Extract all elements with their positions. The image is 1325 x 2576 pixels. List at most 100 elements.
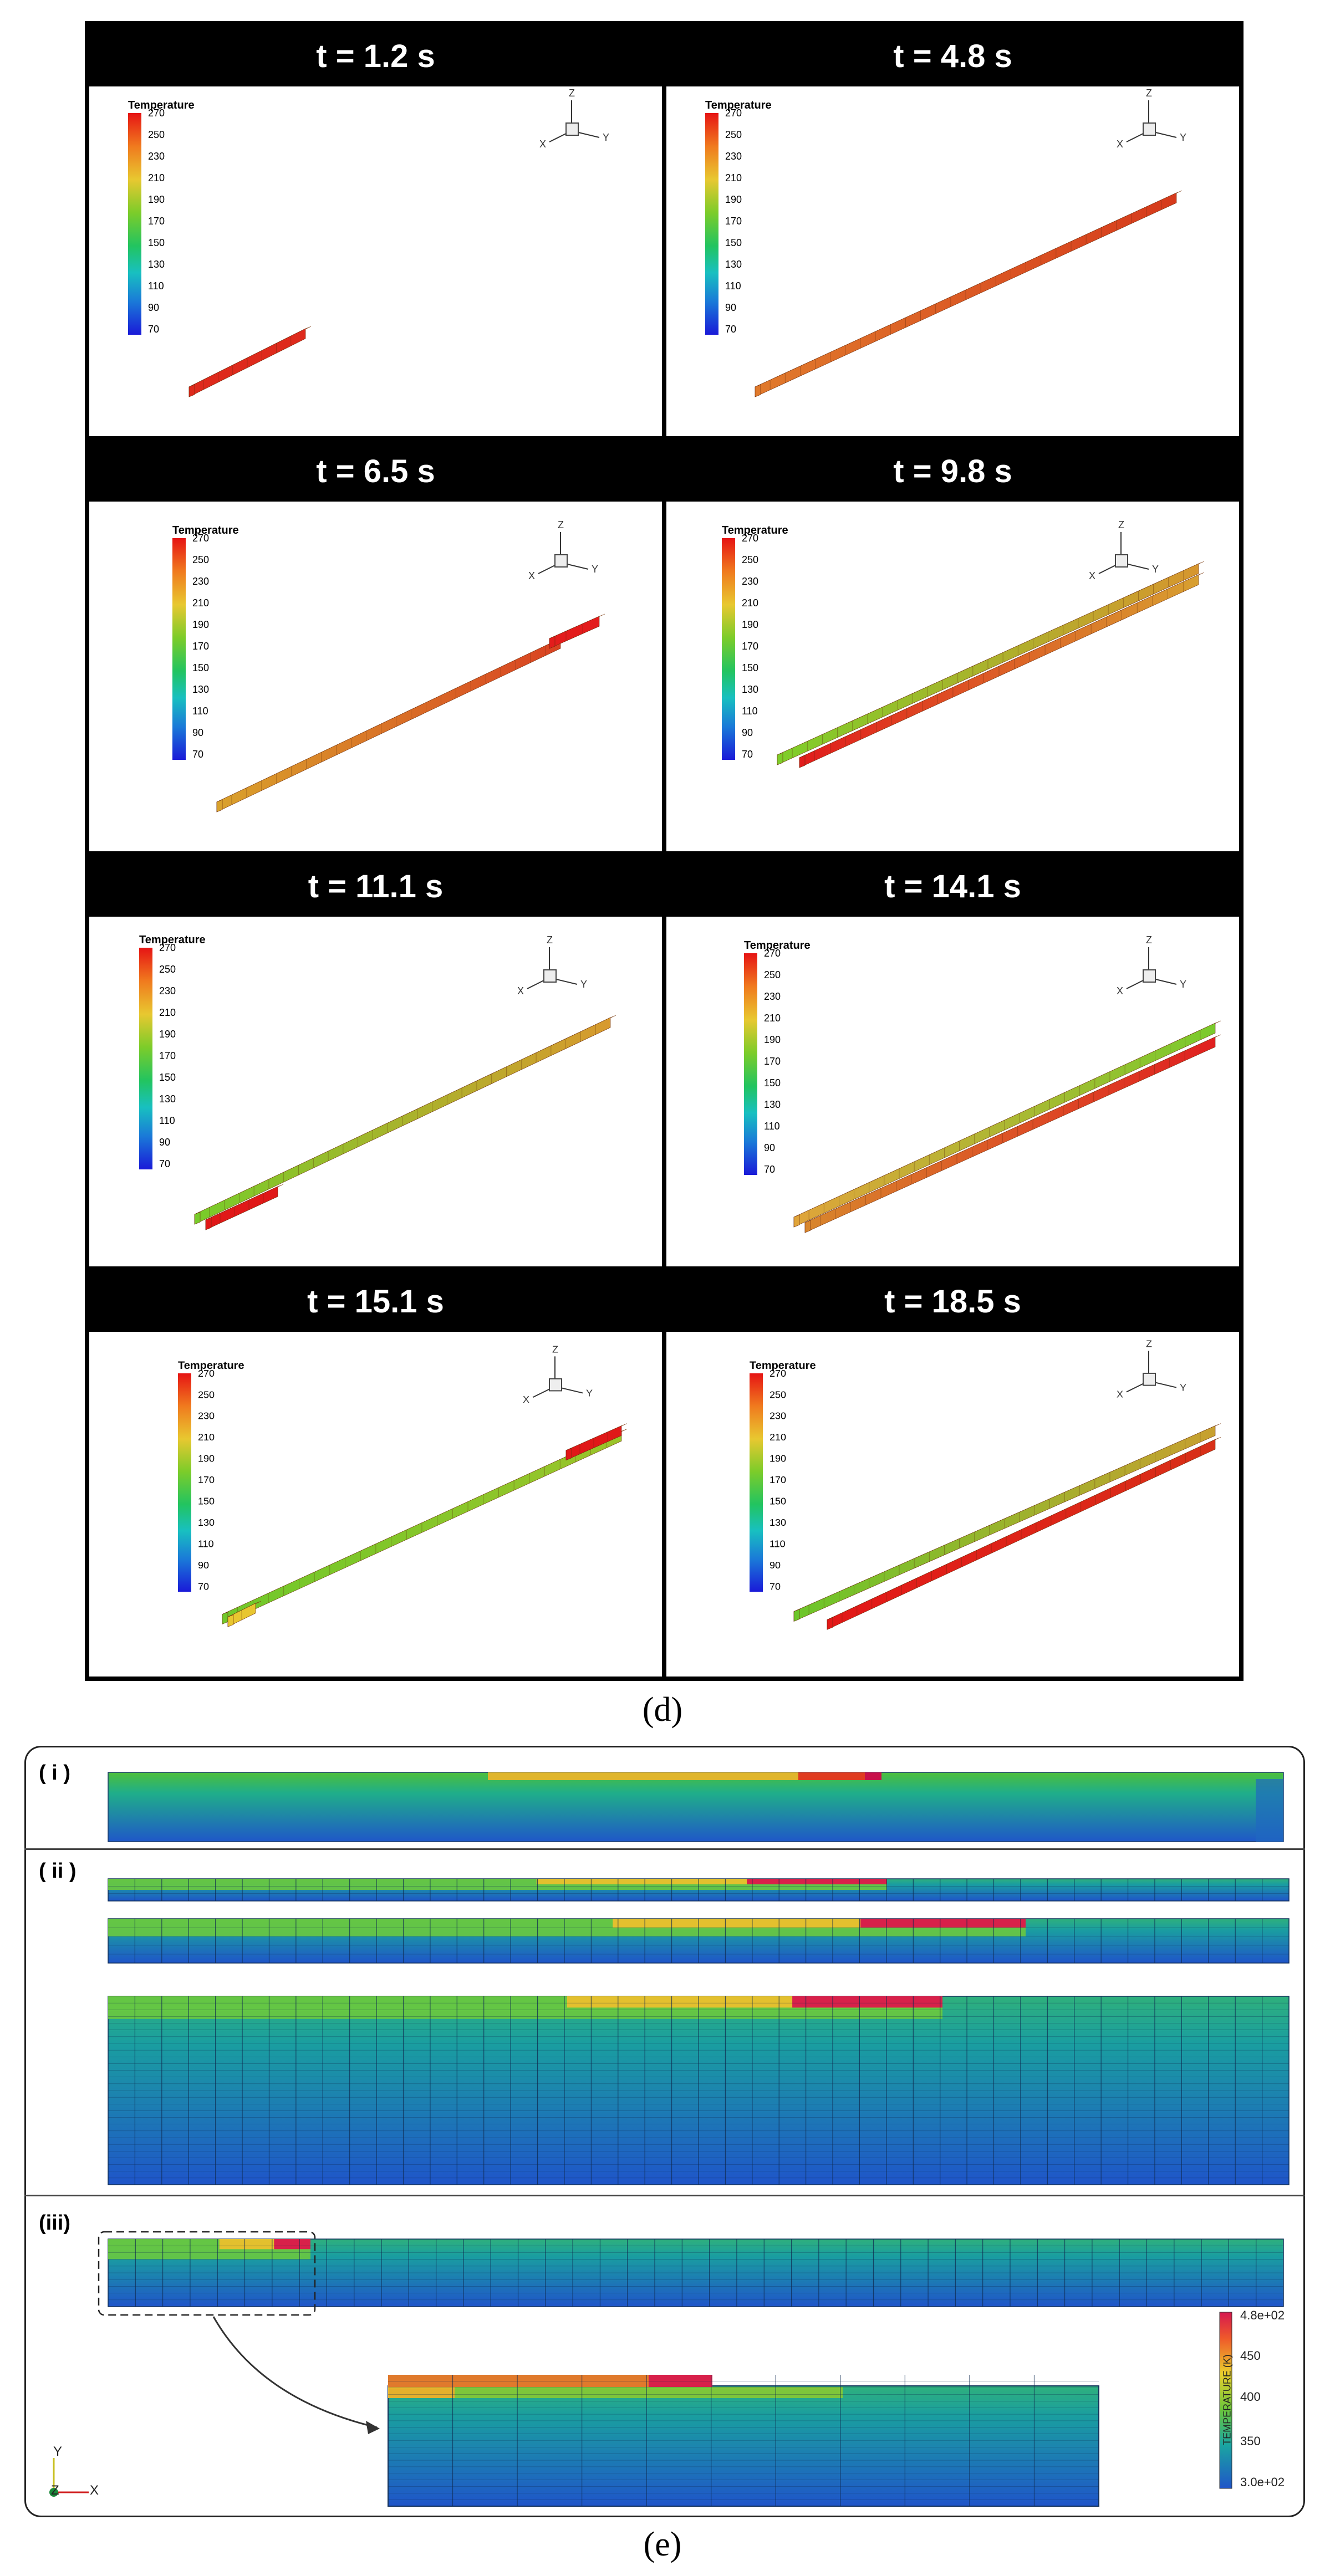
simulation-mesh-figure — [49, 1772, 1290, 2507]
bar-end-cap — [793, 1609, 800, 1622]
legend-colorbar — [172, 538, 186, 760]
slab-ii-a-hot-band — [536, 1879, 887, 1884]
legend-tick-label: 110 — [764, 1121, 780, 1132]
slab-ii-b-hot-tip — [860, 1919, 1026, 1928]
bar-end-cap — [793, 1214, 800, 1228]
axis-y-label: Y — [1180, 132, 1186, 143]
legend-tick-label: 70 — [148, 324, 159, 335]
bar-end-cap — [549, 636, 556, 649]
legend-colorbar — [705, 113, 718, 335]
legend-colorbar — [744, 953, 757, 1175]
legend-tick-label: 250 — [764, 969, 781, 980]
legend-tick-label: 130 — [148, 259, 165, 270]
axis-y-label: Y — [1180, 1382, 1186, 1393]
bar-front-face — [549, 616, 600, 649]
bar-front-face — [804, 1036, 1216, 1233]
bar-end-cap — [216, 799, 223, 812]
legend-tick-label: 150 — [764, 1077, 781, 1088]
legend-tick-label: 70 — [769, 1581, 781, 1592]
axis-y-label: Y — [603, 132, 609, 143]
legend-tick-label: 270 — [148, 108, 165, 119]
bar-end-cap — [205, 1217, 212, 1230]
axis-label-y: Y — [53, 2444, 63, 2459]
legend-tick-label: 210 — [148, 172, 165, 183]
legend-tick-label: 170 — [148, 216, 165, 227]
axis-cube — [549, 1378, 562, 1392]
time-label: t = 6.5 s — [89, 441, 662, 502]
bar-end-cap — [799, 755, 806, 768]
axis-label-z: Z — [51, 2483, 59, 2498]
legend-tick-label: 70 — [198, 1581, 209, 1592]
legend-tick-label: 210 — [764, 1013, 781, 1024]
render-svg: Temperature27025023021019017015013011090… — [172, 519, 605, 812]
legend-title: Temperature — [744, 939, 811, 952]
legend-tick-label: 150 — [742, 662, 758, 673]
bar-end-cap — [565, 1448, 572, 1461]
section-divider — [24, 1848, 1305, 1850]
legend-tick-label: 250 — [148, 129, 165, 140]
legend-tick-label: 130 — [192, 684, 209, 695]
legend-tick-label: 270 — [769, 1368, 786, 1379]
time-label: t = 1.2 s — [89, 25, 662, 86]
temperature-colorbar — [1219, 2312, 1232, 2489]
axis-z-dot — [49, 2488, 58, 2497]
axis-z-label: Z — [1146, 1338, 1152, 1350]
zoom-region-box — [98, 2231, 316, 2316]
time-label: t = 11.1 s — [89, 856, 662, 917]
legend-tick-label: 190 — [192, 619, 209, 630]
legend-tick-label: 70 — [725, 324, 736, 335]
time-label: t = 15.1 s — [89, 1271, 662, 1332]
zoom-arrowhead — [366, 2421, 380, 2434]
render-svg: Temperature27025023021019017015013011090… — [128, 88, 609, 397]
legend-tick-label: 210 — [192, 597, 209, 609]
legend-tick-label: 90 — [198, 1560, 209, 1571]
legend-tick-label: 90 — [725, 302, 736, 313]
section-label-ii: ( ii ) — [39, 1859, 77, 1883]
slab-ii-a-hot-tip — [747, 1879, 887, 1884]
bar-front-face — [216, 638, 561, 812]
render-svg: Temperature27025023021019017015013011090… — [139, 934, 616, 1230]
legend-tick-label: 130 — [742, 684, 758, 695]
render-svg: Temperature27025023021019017015013011090… — [705, 88, 1186, 397]
bar-end-cap — [755, 384, 761, 397]
legend-colorbar — [750, 1373, 763, 1592]
axis-y-label: Y — [1152, 564, 1159, 575]
legend-tick-label: 210 — [742, 597, 758, 609]
legend-title: Temperature — [705, 99, 772, 111]
slab-i — [108, 1772, 1284, 1842]
legend-tick-label: 250 — [198, 1389, 215, 1400]
legend-tick-label: 170 — [769, 1474, 786, 1485]
legend-tick-label: 270 — [725, 108, 742, 119]
axis-y-label: Y — [592, 564, 598, 575]
legend-tick-label: 90 — [159, 1137, 170, 1148]
legend-tick-label: 70 — [192, 749, 203, 760]
legend-tick-label: 250 — [192, 554, 209, 565]
legend-tick-label: 110 — [148, 280, 164, 292]
legend-colorbar — [139, 948, 152, 1169]
legend-tick-label: 250 — [159, 964, 176, 975]
legend-tick-label: 210 — [725, 172, 742, 183]
time-label: t = 4.8 s — [666, 25, 1239, 86]
legend-tick-label: 190 — [725, 194, 742, 205]
legend-tick-label: 150 — [769, 1496, 786, 1507]
legend-tick-label: 70 — [159, 1158, 170, 1169]
render-svg: Temperature27025023021019017015013011090… — [178, 1344, 628, 1627]
colorbar-tick-350: 350 — [1240, 2434, 1261, 2448]
axis-x-label: X — [517, 985, 524, 996]
legend-colorbar — [178, 1373, 191, 1592]
legend-tick-label: 270 — [742, 533, 758, 544]
legend-tick-label: 150 — [192, 662, 209, 673]
legend-title: Temperature — [128, 99, 195, 111]
legend-tick-label: 250 — [769, 1389, 786, 1400]
legend-tick-label: 250 — [742, 554, 758, 565]
legend-title: Temperature — [139, 934, 206, 946]
legend-tick-label: 190 — [198, 1453, 215, 1464]
